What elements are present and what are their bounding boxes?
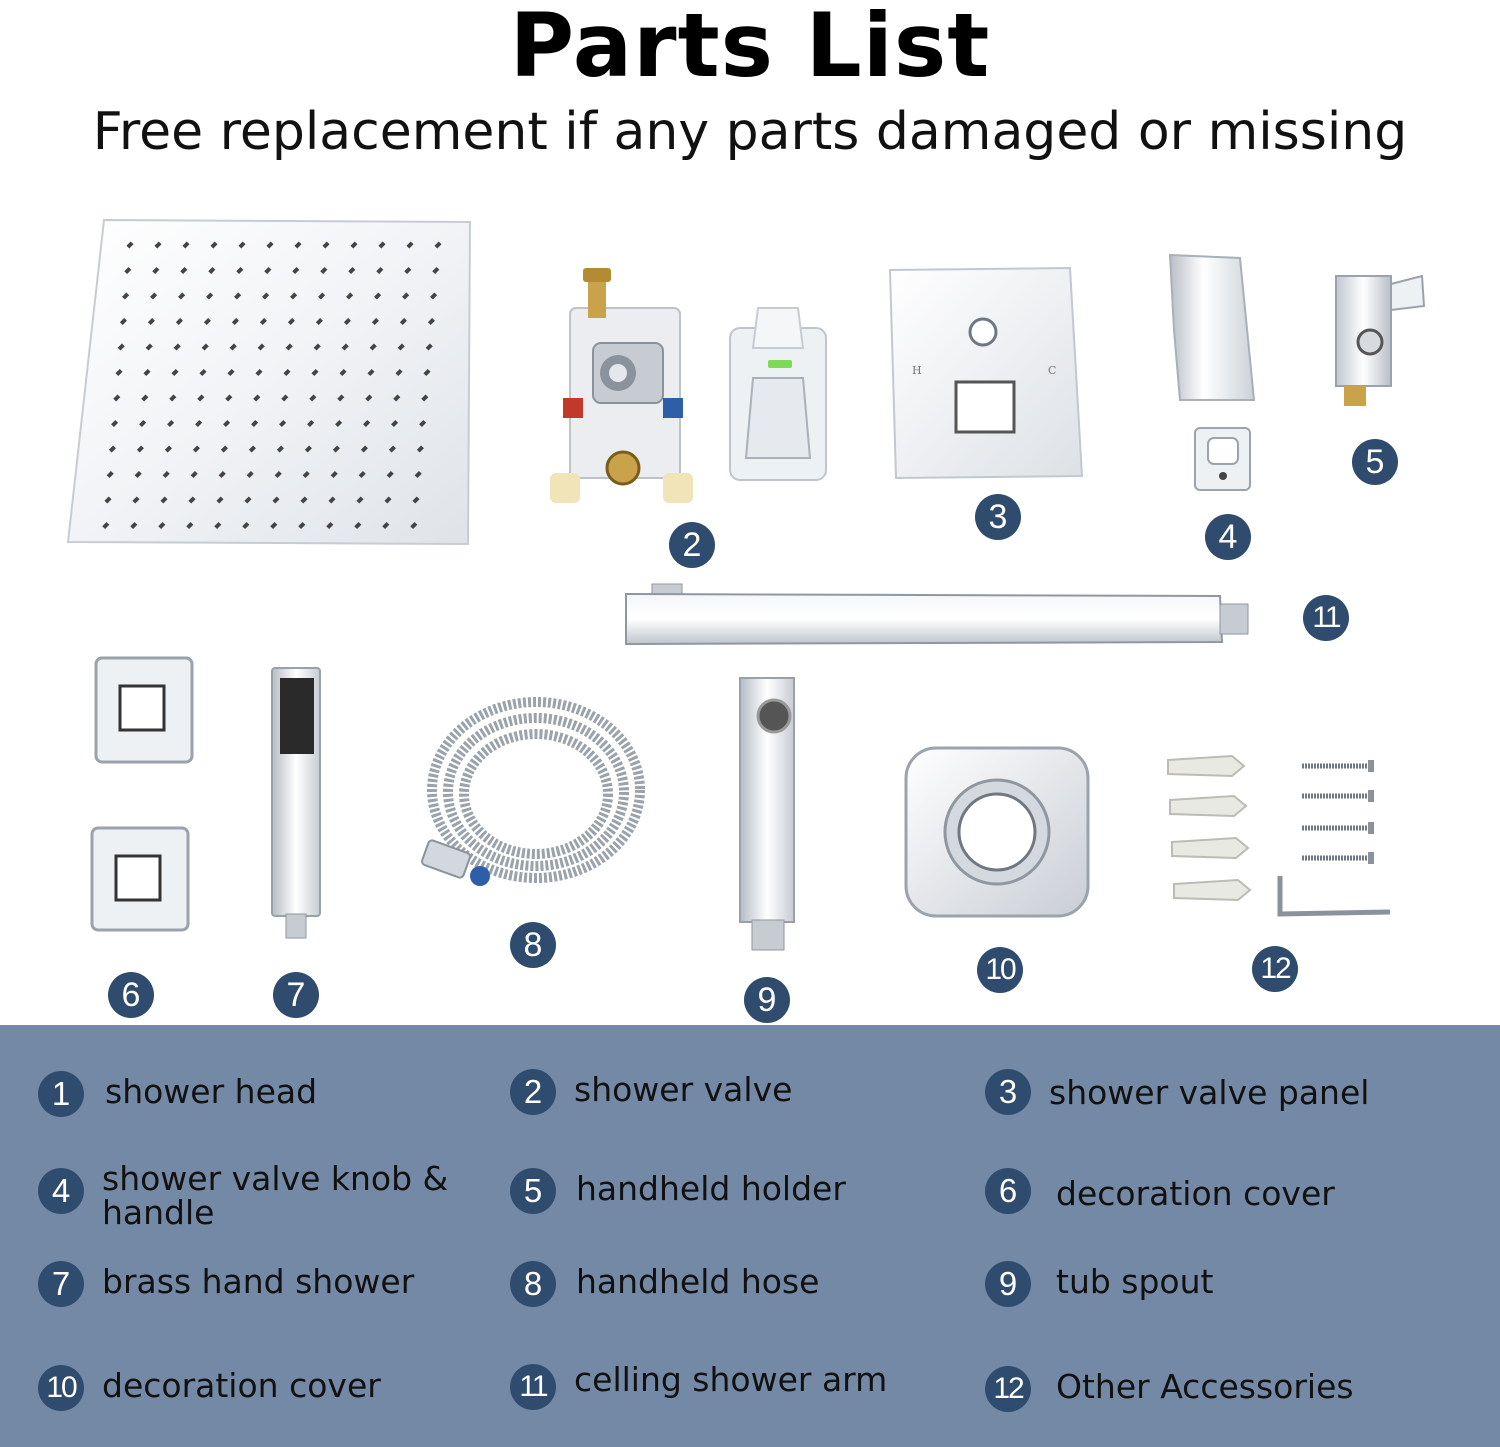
legend-item-12: 12 Other Accessories (985, 1366, 1354, 1412)
legend-item-8: 8 handheld hose (510, 1261, 819, 1307)
legend-item-10: 10 decoration cover (38, 1365, 381, 1411)
legend-number: 2 (510, 1069, 556, 1115)
legend-label: Other Accessories (1056, 1367, 1354, 1406)
round-cover-icon (904, 746, 1090, 918)
legend-label: decoration cover (102, 1366, 381, 1405)
legend-label: tub spout (1056, 1262, 1214, 1301)
legend-item-5: 5 handheld holder (510, 1168, 846, 1214)
part-badge-12: 12 (1252, 946, 1298, 992)
part-badge-8: 8 (510, 922, 556, 968)
shower-valve-icon (550, 268, 827, 503)
svg-text:H: H (912, 364, 922, 377)
part-badge-3: 3 (975, 494, 1021, 540)
svg-text:C: C (1048, 364, 1056, 377)
page-subtitle: Free replacement if any parts damaged or… (92, 102, 1408, 162)
part-badge-9: 9 (744, 977, 790, 1023)
legend-panel (0, 1025, 1500, 1447)
handheld-holder-icon (1335, 274, 1426, 406)
legend-label: shower valve knob & handle (102, 1159, 449, 1232)
legend-number: 9 (985, 1261, 1031, 1307)
shower-head-icon (66, 218, 472, 546)
legend-number: 7 (38, 1261, 84, 1307)
legend-label: handheld holder (576, 1169, 846, 1208)
part-badge-7: 7 (273, 972, 319, 1018)
square-cover-icon (90, 656, 194, 932)
legend-item-4: 4 shower valve knob & handle (38, 1162, 462, 1230)
legend-number: 1 (38, 1071, 84, 1117)
part-badge-11: 11 (1303, 595, 1349, 641)
legend-number: 12 (985, 1366, 1031, 1412)
legend-item-7: 7 brass hand shower (38, 1261, 414, 1307)
legend-item-1: 1 shower head (38, 1071, 317, 1117)
legend-item-9: 9 tub spout (985, 1261, 1213, 1307)
legend-item-2: 2 shower valve (510, 1069, 792, 1115)
legend-number: 8 (510, 1261, 556, 1307)
shower-arm-icon (625, 583, 1249, 646)
part-badge-5: 5 (1352, 439, 1398, 485)
legend-item-11: 11 celling shower arm (510, 1360, 888, 1410)
part-badge-10: 10 (977, 947, 1023, 993)
legend-label: handheld hose (576, 1262, 820, 1301)
knob-handle-icon (1168, 253, 1256, 491)
legend-label: shower valve (574, 1070, 793, 1109)
part-badge-2: 2 (669, 522, 715, 568)
legend-number: 11 (510, 1364, 556, 1410)
legend-number: 5 (510, 1168, 556, 1214)
page-title: Parts List (509, 0, 991, 97)
accessories-icon (1167, 754, 1391, 917)
legend-label: shower head (105, 1072, 318, 1111)
legend-item-6: 6 decoration cover (985, 1168, 1335, 1214)
legend-label: shower valve panel (1049, 1073, 1370, 1112)
hose-icon (421, 697, 645, 886)
tub-spout-icon (739, 677, 795, 951)
part-badge-6: 6 (108, 972, 154, 1018)
valve-panel-icon: H C (888, 266, 1084, 480)
legend-label: brass hand shower (102, 1262, 415, 1301)
legend-item-3: 3 shower valve panel (985, 1069, 1369, 1115)
legend-number: 3 (985, 1069, 1031, 1115)
legend-label: celling shower arm (574, 1360, 888, 1399)
legend-number: 4 (38, 1168, 84, 1214)
part-badge-4: 4 (1205, 514, 1251, 560)
legend-number: 10 (38, 1365, 84, 1411)
legend-number: 6 (985, 1168, 1031, 1214)
hand-shower-icon (271, 667, 321, 939)
legend-label: decoration cover (1056, 1174, 1335, 1213)
